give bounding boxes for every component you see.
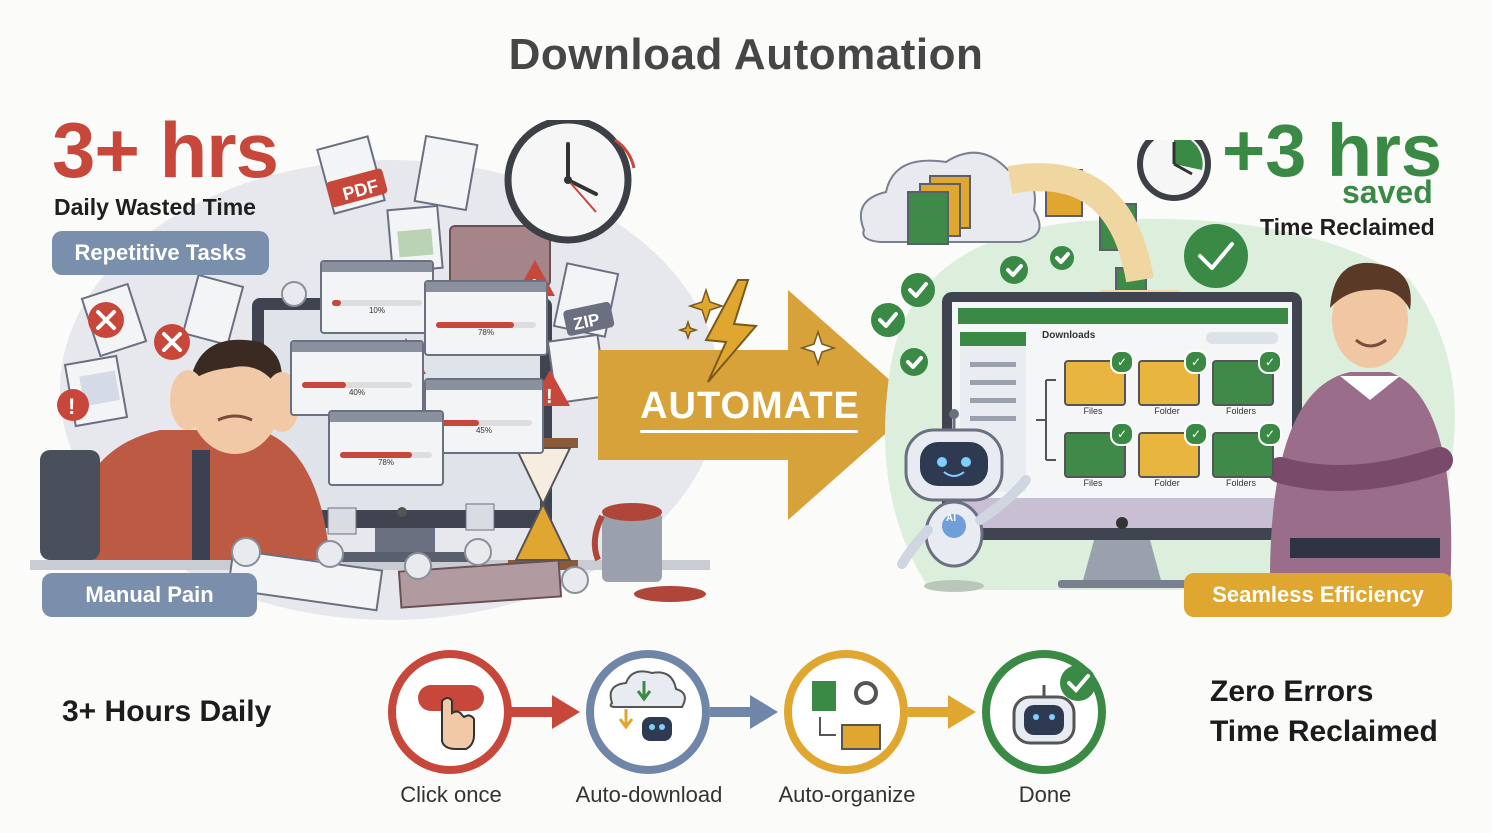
automate-underline	[640, 430, 858, 433]
folder-label: Files	[1083, 406, 1103, 416]
alert-icon	[57, 389, 89, 421]
saved-hours-headline: +3 hrs	[1222, 109, 1443, 192]
step-label: Auto-organize	[778, 782, 916, 807]
automate-label: AUTOMATE	[640, 385, 860, 427]
check-icon: ✓	[1258, 350, 1282, 374]
step-label: Auto-download	[575, 782, 723, 807]
folder-label: Folder	[1154, 478, 1180, 488]
download-window: 78%	[424, 280, 548, 356]
folder-icon[interactable]: ✓	[1212, 422, 1282, 478]
repetitive-tasks-tag: Repetitive Tasks	[52, 231, 269, 275]
check-icon: ✓	[1258, 422, 1282, 446]
stressed-person	[70, 339, 330, 560]
robot-done-icon	[1012, 665, 1096, 745]
folder-icon[interactable]: ✓	[1212, 350, 1282, 406]
ai-robot	[897, 409, 1031, 592]
wasted-hours-headline: 3+ hrs	[52, 106, 279, 194]
folder-label: Files	[1083, 478, 1103, 488]
workflow-steps	[388, 650, 1106, 774]
wasted-time-label: Daily Wasted Time	[54, 194, 256, 220]
download-window: 78%	[328, 410, 444, 486]
step-label: Click once	[400, 782, 502, 807]
seamless-efficiency-tag: Seamless Efficiency	[1184, 573, 1452, 617]
downloads-heading: Downloads	[1042, 330, 1096, 341]
page-title: Download Automation	[508, 30, 984, 79]
zero-errors-text: Zero Errors	[1210, 675, 1374, 708]
saved-label: saved	[1342, 174, 1433, 210]
organize-icon	[812, 681, 881, 750]
folder-label: Folders	[1225, 478, 1256, 488]
automate-arrow	[598, 279, 918, 520]
folder-label: Folders	[1225, 406, 1256, 416]
folder-label: Folder	[1154, 406, 1180, 416]
check-icon: ✓	[1184, 422, 1208, 446]
folder-icon[interactable]: ✓	[1138, 350, 1208, 406]
happy-person	[1267, 262, 1453, 590]
check-icon: ✓	[1110, 350, 1134, 374]
folder-icon[interactable]: ✓	[1064, 422, 1134, 478]
manual-pain-tag: Manual Pain	[42, 573, 257, 617]
lightning-icon	[704, 279, 759, 383]
svg-text:!: !	[68, 394, 75, 419]
folder-icon[interactable]: ✓	[1138, 422, 1208, 478]
check-icon: ✓	[1110, 422, 1134, 446]
folder-icon[interactable]: ✓	[1064, 350, 1134, 406]
time-reclaimed-text: Time Reclaimed	[1210, 715, 1438, 748]
check-icon: ✓	[1184, 350, 1208, 374]
ai-badge: AI	[946, 513, 956, 524]
download-window: 40%	[290, 340, 424, 416]
cloud-download-icon	[609, 670, 686, 741]
time-reclaimed-label: Time Reclaimed	[1260, 214, 1435, 240]
step-label: Done	[1018, 782, 1072, 807]
download-window: 10%	[320, 260, 434, 334]
svg-text:!: !	[546, 386, 553, 408]
click-icon	[418, 685, 484, 750]
hours-daily-text: 3+ Hours Daily	[62, 695, 272, 728]
